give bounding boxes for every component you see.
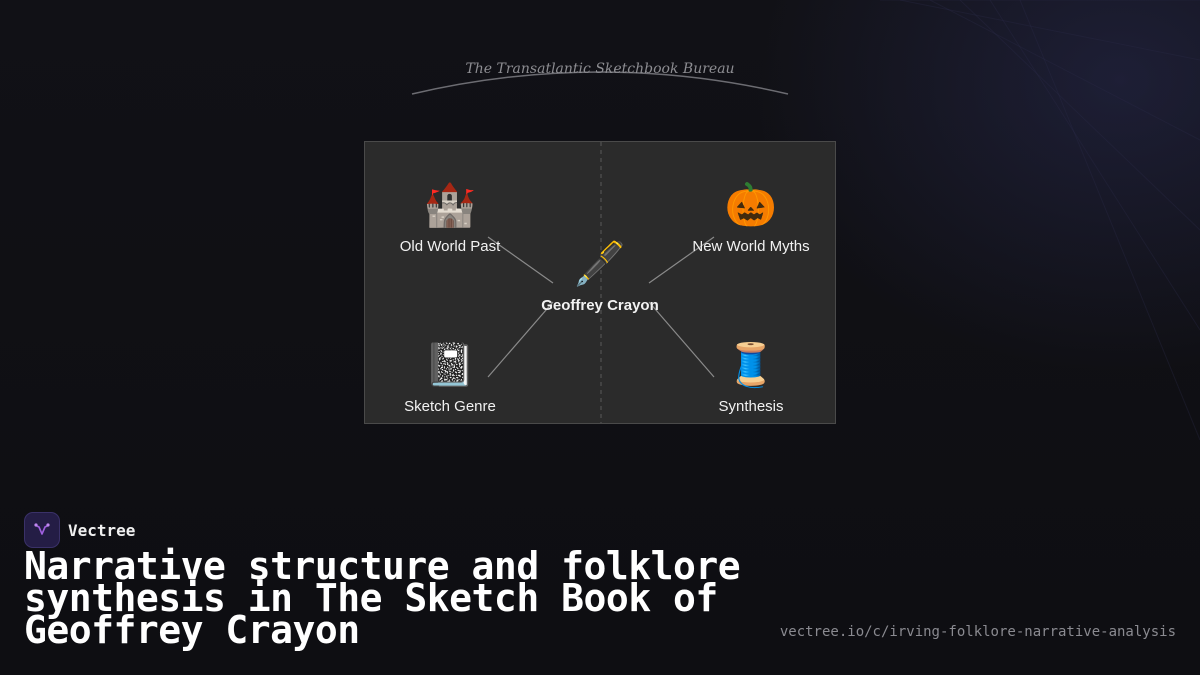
brand-name: Vectree — [68, 520, 136, 540]
fountain-pen-icon: 🖋️ — [573, 239, 627, 288]
node-synthesis: 🧵 Synthesis — [671, 340, 831, 415]
node-label: New World Myths — [692, 238, 810, 255]
node-new-world-myths: 🎃 New World Myths — [671, 180, 831, 255]
node-label: Synthesis — [718, 398, 784, 415]
node-label: Sketch Genre — [404, 398, 496, 415]
header-arc — [411, 71, 789, 95]
page-url[interactable]: vectree.io/c/irving-folklore-narrative-a… — [779, 624, 1176, 640]
diagram-links — [487, 142, 715, 423]
vectree-logo-icon — [24, 512, 60, 548]
link-sketch-genre — [487, 301, 554, 378]
link-new-world — [648, 236, 715, 284]
bureau-title: The Transatlantic Sketchbook Bureau — [465, 61, 735, 77]
brand[interactable]: Vectree — [24, 512, 135, 548]
node-sketch-genre: 📓 Sketch Genre — [370, 340, 530, 415]
headline: Narrative structure and folklore synthes… — [24, 544, 741, 652]
link-old-world — [487, 236, 554, 284]
center-label: Geoffrey Crayon — [541, 297, 659, 314]
link-synthesis — [648, 301, 715, 378]
node-old-world-past: 🏰 Old World Past — [370, 180, 530, 255]
node-label: Old World Past — [399, 238, 501, 255]
castle-icon: 🏰 — [423, 180, 477, 229]
thread-spool-icon: 🧵 — [724, 340, 778, 389]
concept-diagram: 🏰 Old World Past 🎃 New World Myths 🖋️ Ge… — [364, 141, 836, 424]
pumpkin-icon: 🎃 — [724, 180, 778, 229]
notebook-icon: 📓 — [423, 340, 477, 389]
node-geoffrey-crayon: 🖋️ Geoffrey Crayon — [520, 239, 680, 314]
